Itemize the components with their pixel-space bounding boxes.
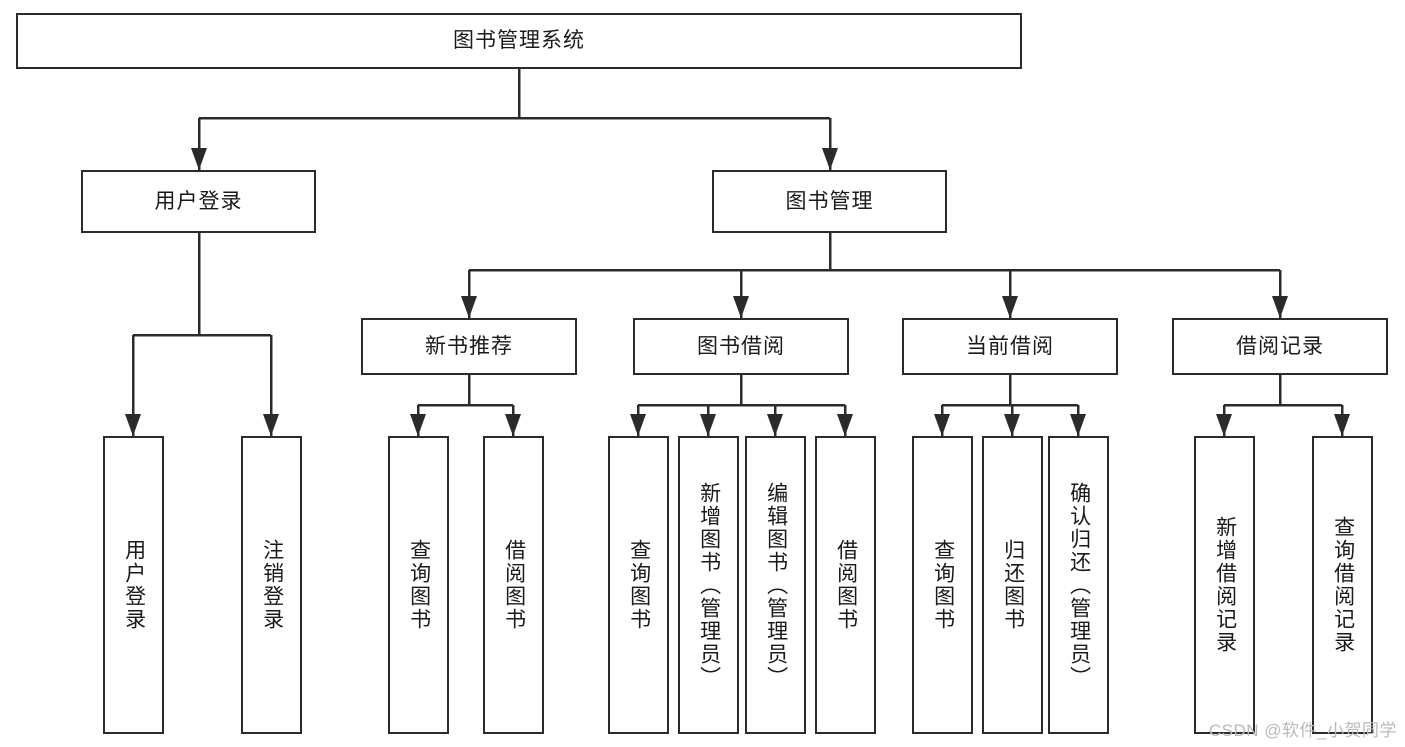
node-label: 查询借阅记录 xyxy=(1331,516,1355,654)
node-leaf-borrow-book-2[interactable]: 借阅图书 xyxy=(815,436,876,734)
node-borrow-record[interactable]: 借阅记录 xyxy=(1172,318,1388,375)
node-label: 编辑图书（管理员） xyxy=(764,481,788,689)
arrowhead-icon xyxy=(1216,414,1232,436)
node-book-borrow[interactable]: 图书借阅 xyxy=(633,318,849,375)
arrowhead-icon xyxy=(700,414,716,436)
arrowhead-icon xyxy=(1334,414,1350,436)
arrowhead-icon xyxy=(837,414,853,436)
arrowhead-icon xyxy=(934,414,950,436)
node-label: 新增借阅记录 xyxy=(1213,516,1237,654)
arrowhead-icon xyxy=(125,414,141,436)
node-label: 图书管理 xyxy=(785,189,874,213)
node-leaf-add-book[interactable]: 新增图书（管理员） xyxy=(678,436,739,734)
arrowhead-icon xyxy=(822,148,838,170)
node-leaf-return-book[interactable]: 归还图书 xyxy=(982,436,1043,734)
node-label: 图书借阅 xyxy=(697,334,785,358)
node-leaf-query-book-1[interactable]: 查询图书 xyxy=(388,436,449,734)
node-leaf-user-login[interactable]: 用户登录 xyxy=(103,436,164,734)
node-label: 当前借阅 xyxy=(966,334,1054,358)
arrowhead-icon xyxy=(1004,414,1020,436)
node-leaf-edit-book[interactable]: 编辑图书（管理员） xyxy=(745,436,806,734)
node-label: 新书推荐 xyxy=(425,334,513,358)
arrowhead-icon xyxy=(733,296,749,318)
node-label: 用户登录 xyxy=(122,539,146,631)
arrowhead-icon xyxy=(410,414,426,436)
node-user-login[interactable]: 用户登录 xyxy=(81,170,316,233)
arrowhead-icon xyxy=(767,414,783,436)
node-leaf-add-record[interactable]: 新增借阅记录 xyxy=(1194,436,1255,734)
node-label: 归还图书 xyxy=(1001,539,1025,631)
arrowhead-icon xyxy=(1070,414,1086,436)
node-leaf-user-logout[interactable]: 注销登录 xyxy=(241,436,302,734)
node-label: 确认归还（管理员） xyxy=(1067,481,1091,689)
node-book-manage[interactable]: 图书管理 xyxy=(712,170,947,233)
node-leaf-borrow-book-1[interactable]: 借阅图书 xyxy=(483,436,544,734)
arrowhead-icon xyxy=(630,414,646,436)
node-label: 用户登录 xyxy=(154,189,243,213)
node-current-borrow[interactable]: 当前借阅 xyxy=(902,318,1118,375)
node-new-book-recommend[interactable]: 新书推荐 xyxy=(361,318,577,375)
node-label: 借阅图书 xyxy=(502,539,526,631)
arrowhead-icon xyxy=(191,148,207,170)
node-leaf-query-book-3[interactable]: 查询图书 xyxy=(912,436,973,734)
node-label: 图书管理系统 xyxy=(453,29,585,53)
node-leaf-confirm-return[interactable]: 确认归还（管理员） xyxy=(1048,436,1109,734)
node-label: 新增图书（管理员） xyxy=(697,481,721,689)
arrowhead-icon xyxy=(263,414,279,436)
node-label: 借阅图书 xyxy=(834,539,858,631)
arrowhead-icon xyxy=(505,414,521,436)
node-root[interactable]: 图书管理系统 xyxy=(16,13,1022,69)
node-leaf-query-book-2[interactable]: 查询图书 xyxy=(608,436,669,734)
node-label: 查询图书 xyxy=(407,539,431,631)
node-label: 注销登录 xyxy=(260,539,284,631)
arrowhead-icon xyxy=(1272,296,1288,318)
arrowhead-icon xyxy=(461,296,477,318)
node-leaf-query-record[interactable]: 查询借阅记录 xyxy=(1312,436,1373,734)
node-label: 借阅记录 xyxy=(1236,334,1324,358)
node-label: 查询图书 xyxy=(931,539,955,631)
node-label: 查询图书 xyxy=(627,539,651,631)
watermark-text: CSDN @软件_小贺同学 xyxy=(1208,721,1397,740)
arrowhead-icon xyxy=(1002,296,1018,318)
